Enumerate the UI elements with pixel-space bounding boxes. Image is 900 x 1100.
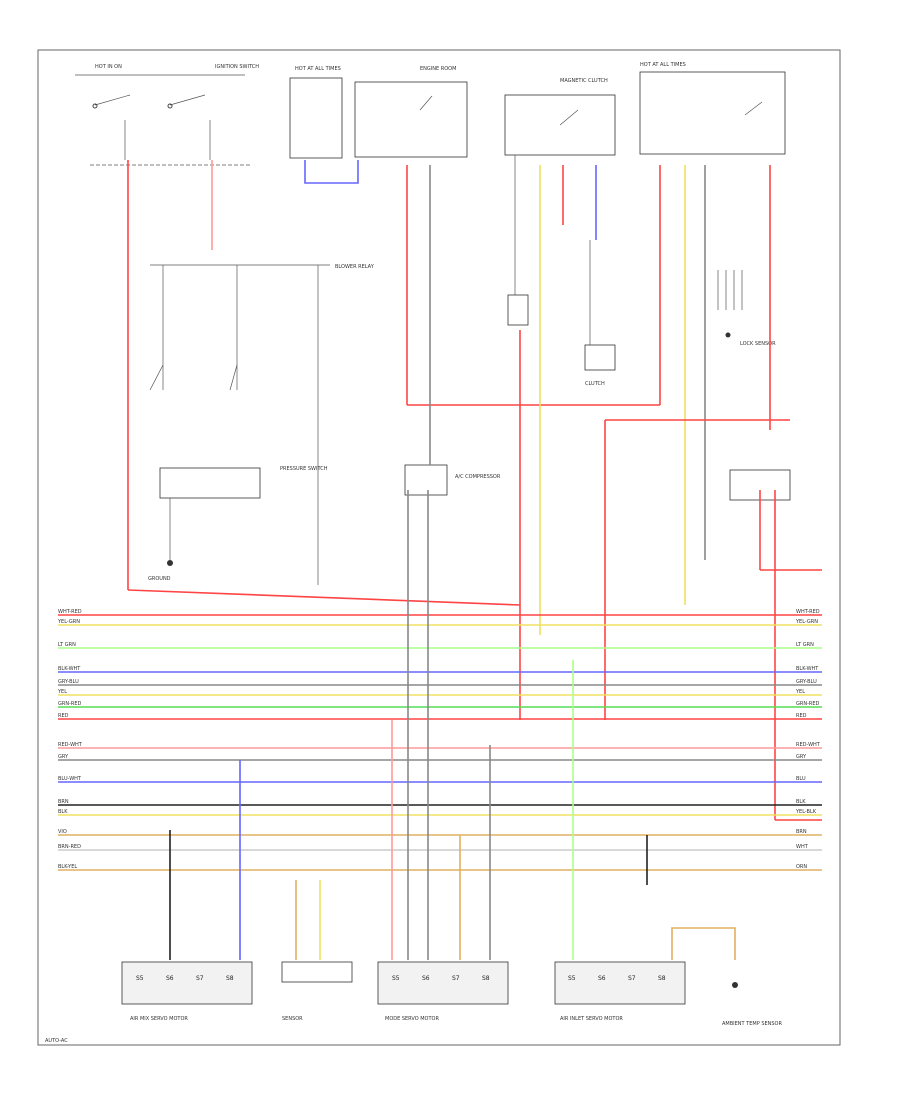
- sensor-bottom: SENSOR: [281, 961, 353, 1022]
- bus-wire-label-right: BRN: [796, 829, 807, 835]
- page-label: AUTO-AC: [45, 1038, 68, 1044]
- bus-wire-label-right: GRY-BLU: [796, 679, 817, 685]
- bus-wire-label-left: YEL: [57, 689, 67, 695]
- relay-box-1: ENGINE ROOM: [354, 66, 468, 158]
- bus-wire-label-left: WHT-RED: [58, 609, 82, 615]
- sensor-right: AMBIENT TEMP SENSOR: [722, 982, 782, 1027]
- bus-wire-label-left: BLK: [58, 809, 68, 815]
- servo-right-pin-3: S7: [628, 975, 636, 982]
- servo-mid-pin-2: S6: [422, 975, 430, 982]
- servo-left-label: AIR MIX SERVO MOTOR: [130, 1016, 188, 1022]
- compressor-label: A/C COMPRESSOR: [455, 474, 501, 480]
- bus-wire-label-right: BLK-WHT: [796, 666, 819, 672]
- servo-left-pin-1: S5: [136, 975, 144, 982]
- bus-wire-label-left: GRN-RED: [58, 701, 82, 707]
- diagram-border: [37, 49, 841, 1046]
- bus-wire-label-right: ORN: [796, 864, 807, 870]
- servo-mid-label: MODE SERVO MOTOR: [385, 1016, 439, 1022]
- bus-wire-label-left: BLU-WHT: [58, 776, 82, 782]
- bus-wire-label-left: RED: [58, 713, 69, 719]
- blower-relay-group: BLOWER RELAY PRESSURE SWITCH GROUND: [148, 264, 375, 585]
- relay-box-1-label: ENGINE ROOM: [420, 66, 456, 72]
- bus-wire-label-left: GRY-BLU: [58, 679, 79, 685]
- bus-wire-label-right: GRY: [796, 754, 807, 760]
- servo-mid: MODE SERVO MOTOR S5 S6 S7 S8: [377, 961, 509, 1022]
- fuse-top-left-label: HOT IN ON: [95, 64, 122, 70]
- compressor-group: A/C COMPRESSOR CLUTCH: [404, 155, 616, 496]
- fuse-top-right-label: HOT AT ALL TIMES: [640, 62, 686, 68]
- servo-right-label: AIR INLET SERVO MOTOR: [560, 1016, 623, 1022]
- servo-left: AIR MIX SERVO MOTOR S5 S6 S7 S8: [121, 961, 253, 1022]
- bus-wire-label-left: BLK-YEL: [58, 864, 77, 870]
- servo-right-pin-2: S6: [598, 975, 606, 982]
- servo-mid-pin-3: S7: [452, 975, 460, 982]
- bus-wire-label-right: WHT: [796, 844, 809, 850]
- bus-wire-label-left: LT GRN: [58, 642, 76, 648]
- bus-wire-label-right: RED-WHT: [796, 742, 821, 748]
- fuse-block-1: HOT AT ALL TIMES: [289, 66, 343, 159]
- bus-wire-label-right: BLU: [796, 776, 806, 782]
- lock-sensor-label: LOCK SENSOR: [740, 341, 776, 347]
- wire-red-left-bend: [127, 589, 521, 606]
- servo-left-pin-4: S8: [226, 975, 234, 982]
- bus-wire-label-right: YEL-GRN: [795, 619, 818, 625]
- servo-mid-pin-1: S5: [392, 975, 400, 982]
- lock-sensor-group: LOCK SENSOR: [717, 270, 791, 501]
- ground-label: GROUND: [148, 576, 171, 582]
- bus-wire-label-right: YEL-BLK: [795, 809, 817, 815]
- bus-wire-label-left: BRN: [58, 799, 69, 805]
- servo-right-pin-1: S5: [568, 975, 576, 982]
- blower-relay-label: BLOWER RELAY: [335, 264, 375, 270]
- bus-wire-label-right: LT GRN: [796, 642, 814, 648]
- wire-bus: WHT-RED WHT-RED YEL-GRN YEL-GRN LT GRN LT GRN…: [57, 609, 822, 871]
- fuse-block-1-label: HOT AT ALL TIMES: [295, 66, 341, 72]
- ignition-switch-label: IGNITION SWITCH: [215, 64, 259, 70]
- pressure-switch-label: PRESSURE SWITCH: [280, 466, 328, 472]
- bus-wire-label-left: RED-WHT: [58, 742, 83, 748]
- ignition-switch-group: HOT IN ON IGNITION SWITCH: [75, 64, 259, 166]
- bus-wire-label-right: BLK: [796, 799, 806, 805]
- servo-left-pin-2: S6: [166, 975, 174, 982]
- servo-right: AIR INLET SERVO MOTOR S5 S6 S7 S8: [554, 961, 686, 1022]
- bus-wire-label-left: BRN-RED: [58, 844, 81, 850]
- fuse-top-right: HOT AT ALL TIMES: [639, 62, 786, 155]
- servo-right-pin-4: S8: [658, 975, 666, 982]
- clutch-label: CLUTCH: [585, 381, 605, 387]
- bus-wire-label-left: GRY: [58, 754, 69, 760]
- wire-tan-loop: [671, 927, 736, 960]
- bus-wire-label-left: BLK-WHT: [58, 666, 81, 672]
- bus-wire-label-right: WHT-RED: [796, 609, 820, 615]
- bus-wire-label-left: YEL-GRN: [57, 619, 80, 625]
- relay-box-2: MAGNETIC CLUTCH: [504, 78, 616, 156]
- sensor-right-label: AMBIENT TEMP SENSOR: [722, 1021, 782, 1027]
- wire-blue-loop: [304, 160, 359, 184]
- bus-wire-label-left: VIO: [58, 829, 67, 835]
- servo-left-pin-3: S7: [196, 975, 204, 982]
- bus-wire-label-right: GRN-RED: [796, 701, 820, 707]
- sensor-bottom-label: SENSOR: [282, 1016, 303, 1022]
- servo-mid-pin-4: S8: [482, 975, 490, 982]
- relay-box-2-label: MAGNETIC CLUTCH: [560, 78, 608, 84]
- bus-wire-label-right: YEL: [795, 689, 805, 695]
- bus-wire-label-right: RED: [796, 713, 807, 719]
